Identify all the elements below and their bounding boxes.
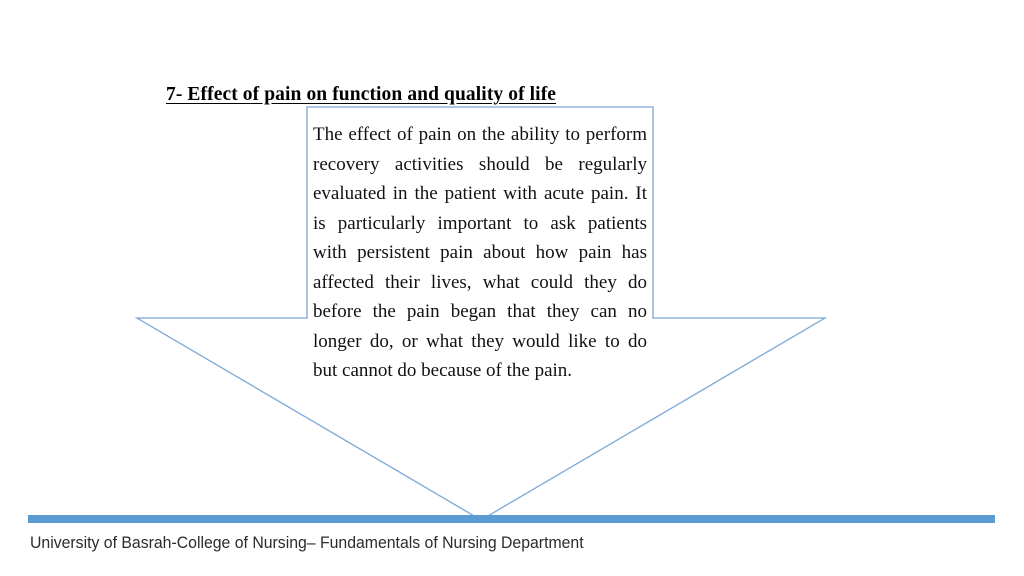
arrow-body-text: The effect of pain on the ability to per… [313, 120, 647, 386]
footer-label: University of Basrah-College of Nursing–… [30, 533, 584, 552]
page-title: 7- Effect of pain on function and qualit… [166, 84, 557, 105]
body-paragraph: The effect of pain on the ability to per… [313, 124, 647, 381]
footer-divider-bar [28, 515, 995, 523]
